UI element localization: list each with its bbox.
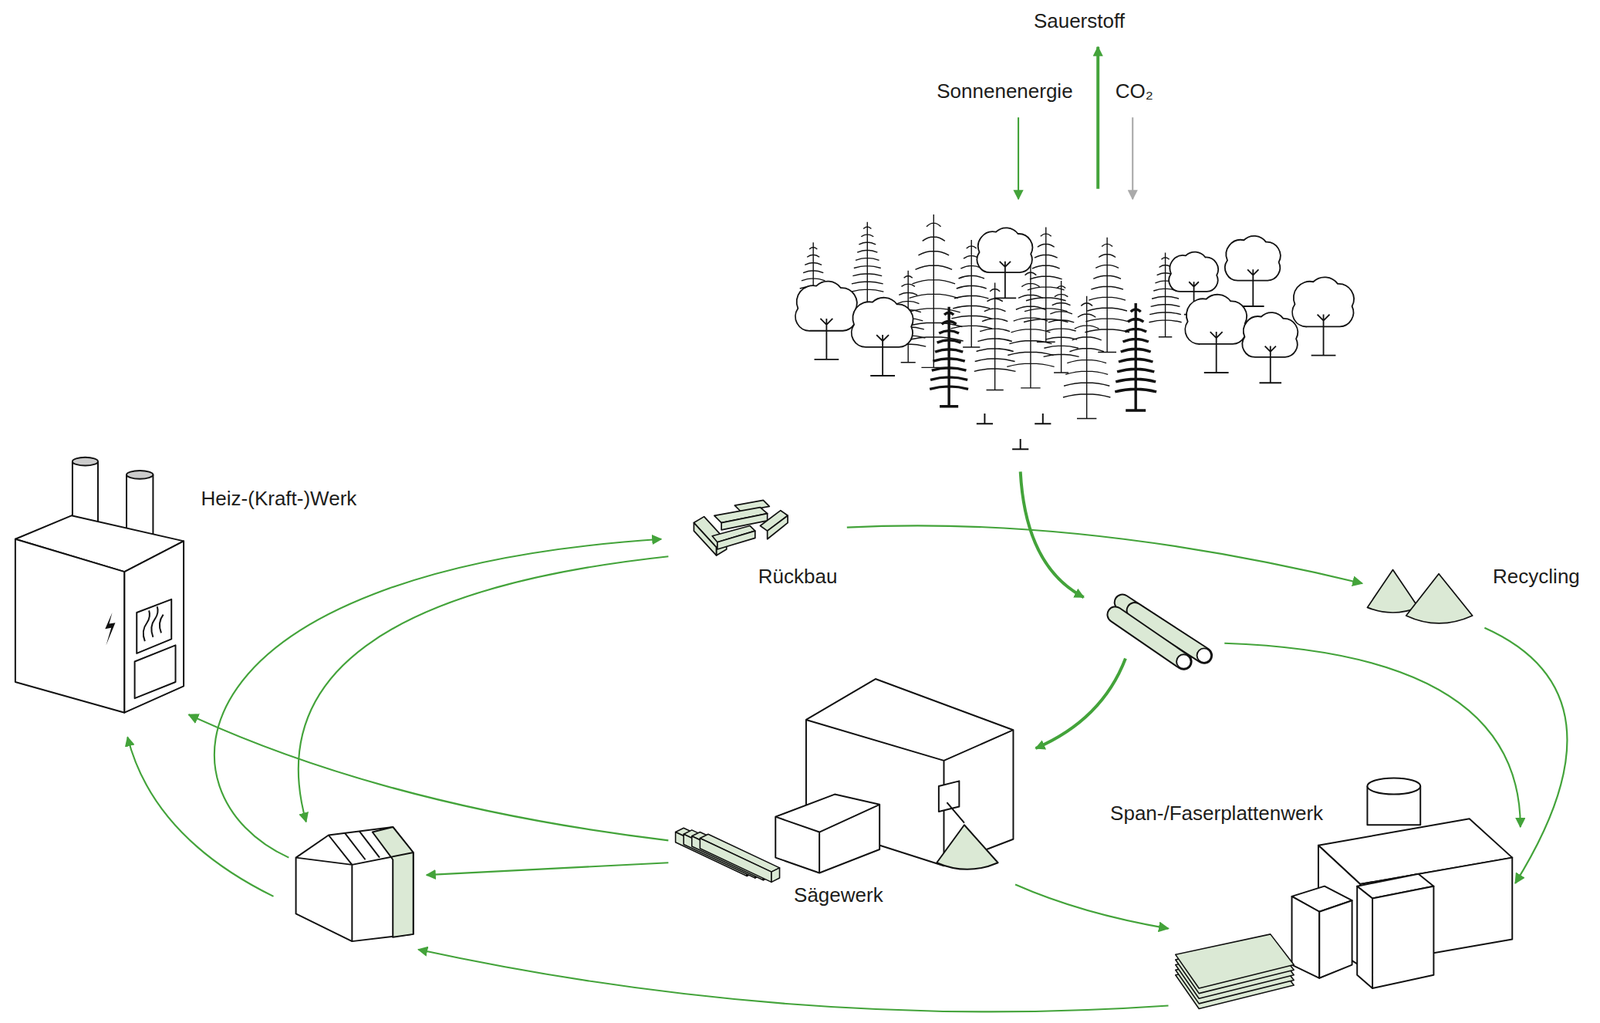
forest — [795, 281, 858, 360]
lumber — [699, 837, 772, 882]
station-node: Span-/Faserplattenwerk — [1167, 776, 1516, 1011]
flow-arrow — [1224, 643, 1521, 828]
flow-arrow — [418, 949, 1168, 1013]
co2-arrow — [1132, 117, 1134, 200]
sawmill — [936, 824, 998, 870]
forest — [974, 283, 1017, 391]
forest — [1292, 276, 1354, 355]
oxygen-arrow — [1097, 47, 1099, 190]
power-plant — [15, 457, 184, 713]
demolition-pile — [717, 530, 756, 550]
lumber — [675, 827, 780, 882]
power-plant — [126, 470, 153, 480]
board-plant — [1292, 896, 1320, 979]
co2-arrow — [1131, 117, 1134, 200]
recycling-cones — [1367, 569, 1418, 613]
logs — [1115, 602, 1212, 669]
sawmill — [775, 804, 880, 874]
forest — [1184, 294, 1247, 373]
flow-connector — [189, 714, 669, 841]
flow-arrow — [1036, 658, 1126, 749]
power-plant — [135, 644, 176, 699]
timber-house — [296, 830, 414, 942]
station-node: Heiz-(Kraft-)Werk — [12, 454, 373, 715]
board-plant — [1292, 777, 1513, 989]
logs — [1176, 654, 1192, 669]
sun-arrow — [1017, 117, 1019, 200]
diagram-label: CO₂ — [1115, 79, 1154, 103]
station-node: Recycling — [1362, 561, 1587, 628]
sawmill — [775, 678, 1013, 873]
forest — [851, 297, 914, 376]
power-plant — [104, 612, 115, 645]
board-stack — [1175, 934, 1294, 1010]
board-plant — [1372, 886, 1434, 989]
recycling-cones — [1367, 569, 1472, 623]
forest — [1084, 237, 1130, 353]
power-plant — [124, 540, 184, 713]
demolition-pile — [693, 499, 788, 555]
timber-house — [372, 827, 414, 938]
forest — [1242, 312, 1298, 383]
oxygen-arrow — [1096, 47, 1100, 190]
station-label: Span-/Faserplattenwerk — [1110, 801, 1324, 825]
station-label: Rückbau — [758, 564, 838, 588]
sawmill — [775, 794, 880, 874]
sawmill — [938, 780, 965, 823]
recycling-cones — [1406, 573, 1473, 624]
station-node: Sägewerk — [668, 673, 1016, 919]
sun-arrow — [1017, 117, 1020, 200]
forest — [850, 222, 884, 307]
forest — [929, 307, 969, 407]
flow-arrow — [298, 556, 669, 822]
board-plant — [1367, 777, 1421, 794]
logs — [1115, 614, 1185, 662]
station-label: Sägewerk — [793, 883, 884, 907]
forest — [795, 214, 1354, 449]
power-plant — [72, 457, 98, 466]
forest — [1006, 265, 1054, 389]
forest — [1225, 236, 1281, 307]
diagram-label: Sonnenenergie — [936, 79, 1073, 103]
forest — [1114, 303, 1157, 411]
station-label: Heiz-(Kraft-)Werk — [201, 486, 358, 510]
flow-connector — [1484, 627, 1567, 884]
forest — [977, 227, 1033, 298]
flow-arrow — [127, 736, 274, 896]
logs — [1115, 614, 1185, 662]
power-plant — [136, 599, 172, 654]
flow-connector — [1015, 884, 1168, 929]
timber-house — [296, 827, 414, 942]
board-plant — [1319, 900, 1352, 979]
flow-arrow — [127, 471, 1520, 1012]
flow-arrow — [1020, 471, 1084, 598]
timber-house — [296, 827, 414, 942]
demolition-pile — [693, 523, 716, 556]
board-stack — [1175, 934, 1294, 989]
forest — [976, 413, 1052, 449]
board-plant — [1356, 886, 1373, 989]
flow-connector — [847, 525, 1363, 584]
station-node: Rückbau — [685, 499, 848, 598]
forest — [1063, 296, 1111, 419]
power-plant — [15, 539, 125, 713]
power-plant — [143, 606, 164, 642]
diagram-label: Sauerstoff — [1033, 9, 1125, 33]
flow-arrow — [214, 539, 662, 858]
logs — [1197, 648, 1212, 663]
demolition-pile — [767, 515, 788, 539]
station-label: Recycling — [1492, 564, 1580, 588]
lumber — [771, 867, 780, 883]
forest — [1043, 280, 1080, 373]
flow-arrow — [426, 862, 669, 875]
